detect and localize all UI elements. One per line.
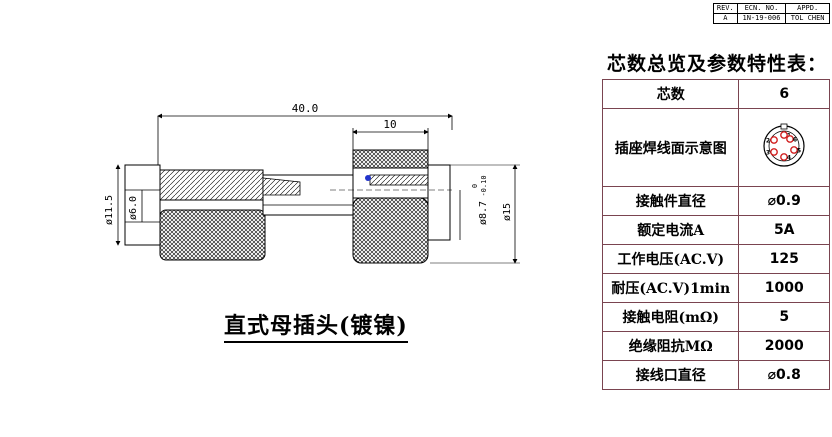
pin-number-label: 5 bbox=[797, 147, 801, 154]
dim-dia-bore-label: ø8.7 bbox=[478, 201, 489, 225]
dim-nut-length: 10 bbox=[352, 118, 429, 150]
pin-diagram-cell: 123456 bbox=[738, 108, 830, 187]
spec-diagram-label: 插座焊线面示意图 bbox=[601, 108, 740, 187]
spec-row: 接触件直径⌀0.9 bbox=[601, 186, 830, 216]
dim-dia-right: ø8.7 0 -0.10 ø15 bbox=[430, 164, 520, 264]
spec-row-value: 5 bbox=[738, 302, 830, 332]
pin-number-label: 4 bbox=[787, 154, 791, 161]
spec-row-value: 125 bbox=[738, 244, 830, 274]
pin-number-label: 3 bbox=[766, 149, 770, 156]
dim-dia-inner-left-label: ø6.0 bbox=[128, 196, 139, 220]
pin-contact bbox=[786, 134, 795, 143]
spec-row-value: ⌀0.8 bbox=[738, 360, 830, 390]
revision-block: REV. ECN. NO. APPD. A 1N-19-006 TOL CHEN bbox=[713, 3, 830, 27]
pin-number-label: 2 bbox=[766, 137, 770, 144]
rev-header: REV. bbox=[713, 3, 738, 14]
pin-contact bbox=[770, 147, 779, 156]
pin-contact bbox=[780, 152, 789, 161]
dim-tol-upper-label: 0 bbox=[471, 184, 479, 188]
pin-number-label: 6 bbox=[793, 136, 797, 143]
drawing-caption: 直式母插头(镀镍) bbox=[224, 308, 408, 343]
spec-row-label: 接触电阻(mΩ) bbox=[601, 302, 740, 332]
spec-row: 工作电压(AC.V)125 bbox=[601, 244, 830, 274]
spec-row-label: 额定电流A bbox=[601, 215, 740, 245]
dim-overall-length-label: 40.0 bbox=[292, 102, 319, 115]
spec-row-value: 5A bbox=[738, 215, 830, 245]
spec-row: 接线口直径⌀0.8 bbox=[601, 360, 830, 390]
spec-table-title: 芯数总览及参数特性表： bbox=[607, 53, 828, 75]
dim-dia-nut-label: ø15 bbox=[502, 203, 513, 221]
spec-row-label: 工作电压(AC.V) bbox=[601, 244, 740, 274]
spec-row-label: 绝缘阻抗MΩ bbox=[601, 331, 740, 361]
pin-contact bbox=[780, 130, 789, 139]
spec-table: 芯数 6 插座焊线面示意图 123456 接触件直径⌀0.9额定电流A5A工作电… bbox=[601, 79, 830, 390]
pin-layout-diagram: 123456 bbox=[763, 123, 805, 167]
dim-dia-outer-left-label: ø11.5 bbox=[104, 195, 115, 225]
spec-row-label: 接线口直径 bbox=[601, 360, 740, 390]
appd-header: APPD. bbox=[785, 3, 830, 14]
spec-row-value: 1000 bbox=[738, 273, 830, 303]
dim-nut-length-label: 10 bbox=[383, 118, 396, 131]
spec-header-label: 芯数 bbox=[601, 79, 740, 109]
appd-value: TOL CHEN bbox=[785, 13, 830, 24]
connector-drawing: 40.0 10 ø11.5 ø6.0 bbox=[104, 102, 520, 264]
spec-row-value: ⌀0.9 bbox=[738, 186, 830, 216]
connector-body bbox=[124, 149, 452, 264]
spec-diagram-row: 插座焊线面示意图 123456 bbox=[601, 108, 830, 187]
pin-contact bbox=[770, 135, 779, 144]
pin-contact bbox=[790, 145, 799, 154]
spec-row-label: 接触件直径 bbox=[601, 186, 740, 216]
spec-row-label: 耐压(AC.V)1min bbox=[601, 273, 740, 303]
spec-row-value: 2000 bbox=[738, 331, 830, 361]
spec-header-row: 芯数 6 bbox=[601, 79, 830, 109]
ecn-header: ECN. NO. bbox=[736, 3, 787, 14]
spec-row: 接触电阻(mΩ)5 bbox=[601, 302, 830, 332]
dim-dia-left: ø11.5 ø6.0 bbox=[104, 164, 143, 246]
rev-value: A bbox=[713, 13, 738, 24]
ecn-value: 1N-19-006 bbox=[736, 13, 787, 24]
spec-header-value: 6 bbox=[738, 79, 830, 109]
dim-tol-lower-label: -0.10 bbox=[480, 175, 488, 196]
